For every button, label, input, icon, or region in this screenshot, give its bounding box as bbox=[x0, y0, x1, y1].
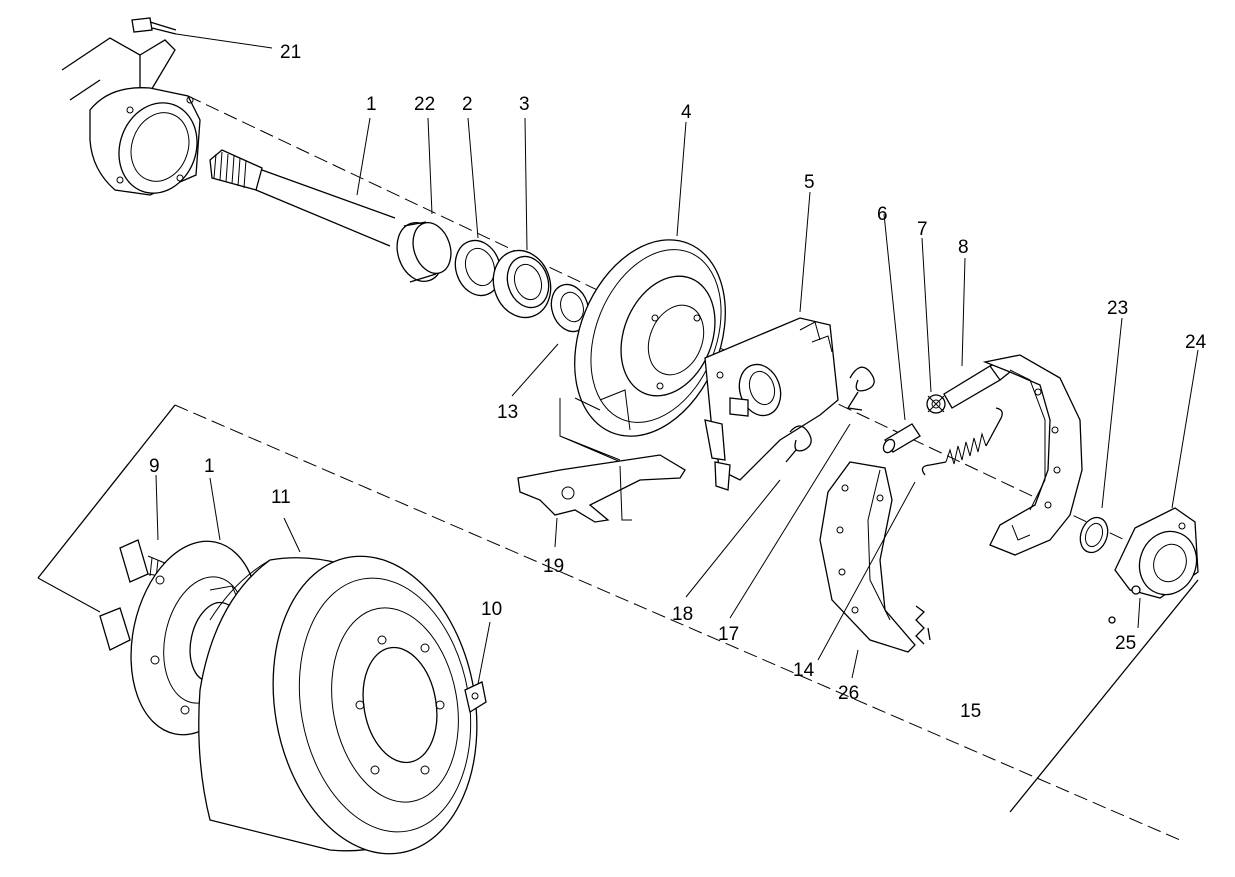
pin-6 bbox=[882, 423, 921, 454]
callout-1-lower: 1 bbox=[204, 456, 215, 477]
callout-17: 17 bbox=[718, 624, 739, 645]
adjuster-wheel-7 bbox=[926, 394, 946, 414]
bearing-cup-3 bbox=[492, 249, 552, 319]
callout-5: 5 bbox=[804, 172, 815, 193]
callout-23: 23 bbox=[1107, 298, 1128, 319]
callout-18: 18 bbox=[672, 604, 693, 625]
lower-axis-line bbox=[174, 404, 1181, 841]
callout-3: 3 bbox=[519, 94, 530, 115]
lever-bracket-19 bbox=[517, 397, 686, 523]
spring-18 bbox=[785, 425, 812, 463]
axis-line bbox=[187, 95, 1126, 541]
callout-7: 7 bbox=[917, 219, 928, 240]
backing-plate-4 bbox=[574, 239, 726, 437]
callout-4: 4 bbox=[681, 102, 692, 123]
anchor-plate-5 bbox=[704, 317, 839, 491]
callout-11: 11 bbox=[271, 487, 291, 508]
callout-10: 10 bbox=[481, 599, 502, 620]
callout-9: 9 bbox=[149, 456, 160, 477]
frame-right bbox=[1009, 579, 1199, 813]
callout-2: 2 bbox=[462, 94, 473, 115]
frame-left bbox=[37, 404, 176, 579]
bolt-25 bbox=[1108, 585, 1141, 624]
callout-labels: 21 1 22 2 3 4 5 6 7 8 23 24 13 9 1 11 19… bbox=[149, 42, 1207, 722]
bolt-21 bbox=[131, 17, 177, 35]
callout-22: 22 bbox=[414, 94, 435, 115]
washer-23 bbox=[1079, 516, 1109, 554]
brake-shoe-26 bbox=[819, 461, 916, 653]
brake-drum-11 bbox=[198, 555, 478, 855]
callout-15: 15 bbox=[960, 701, 981, 722]
brake-shoe-rear bbox=[982, 354, 1083, 556]
wheel-stud-9 bbox=[119, 539, 173, 583]
clip-15 bbox=[915, 605, 931, 645]
callout-1-upper: 1 bbox=[366, 94, 377, 115]
callout-8: 8 bbox=[958, 237, 969, 258]
callout-24: 24 bbox=[1185, 332, 1207, 353]
axle-housing bbox=[61, 37, 201, 196]
callout-25: 25 bbox=[1115, 633, 1136, 654]
callout-13: 13 bbox=[497, 402, 518, 423]
callout-6: 6 bbox=[877, 204, 888, 225]
leader-lines bbox=[155, 33, 1199, 685]
clip-10 bbox=[464, 681, 487, 714]
seal-13 bbox=[550, 283, 590, 333]
callout-14: 14 bbox=[793, 660, 815, 681]
callout-19: 19 bbox=[543, 556, 564, 577]
callout-26: 26 bbox=[838, 683, 859, 704]
callout-21: 21 bbox=[280, 42, 301, 63]
axle-shaft bbox=[209, 149, 396, 247]
return-spring-14 bbox=[921, 407, 1003, 476]
bearing-2 bbox=[454, 239, 502, 297]
spring-17 bbox=[846, 366, 875, 411]
hub-24 bbox=[1114, 507, 1199, 599]
seal-22 bbox=[396, 221, 452, 283]
frame-bottom bbox=[37, 577, 101, 613]
